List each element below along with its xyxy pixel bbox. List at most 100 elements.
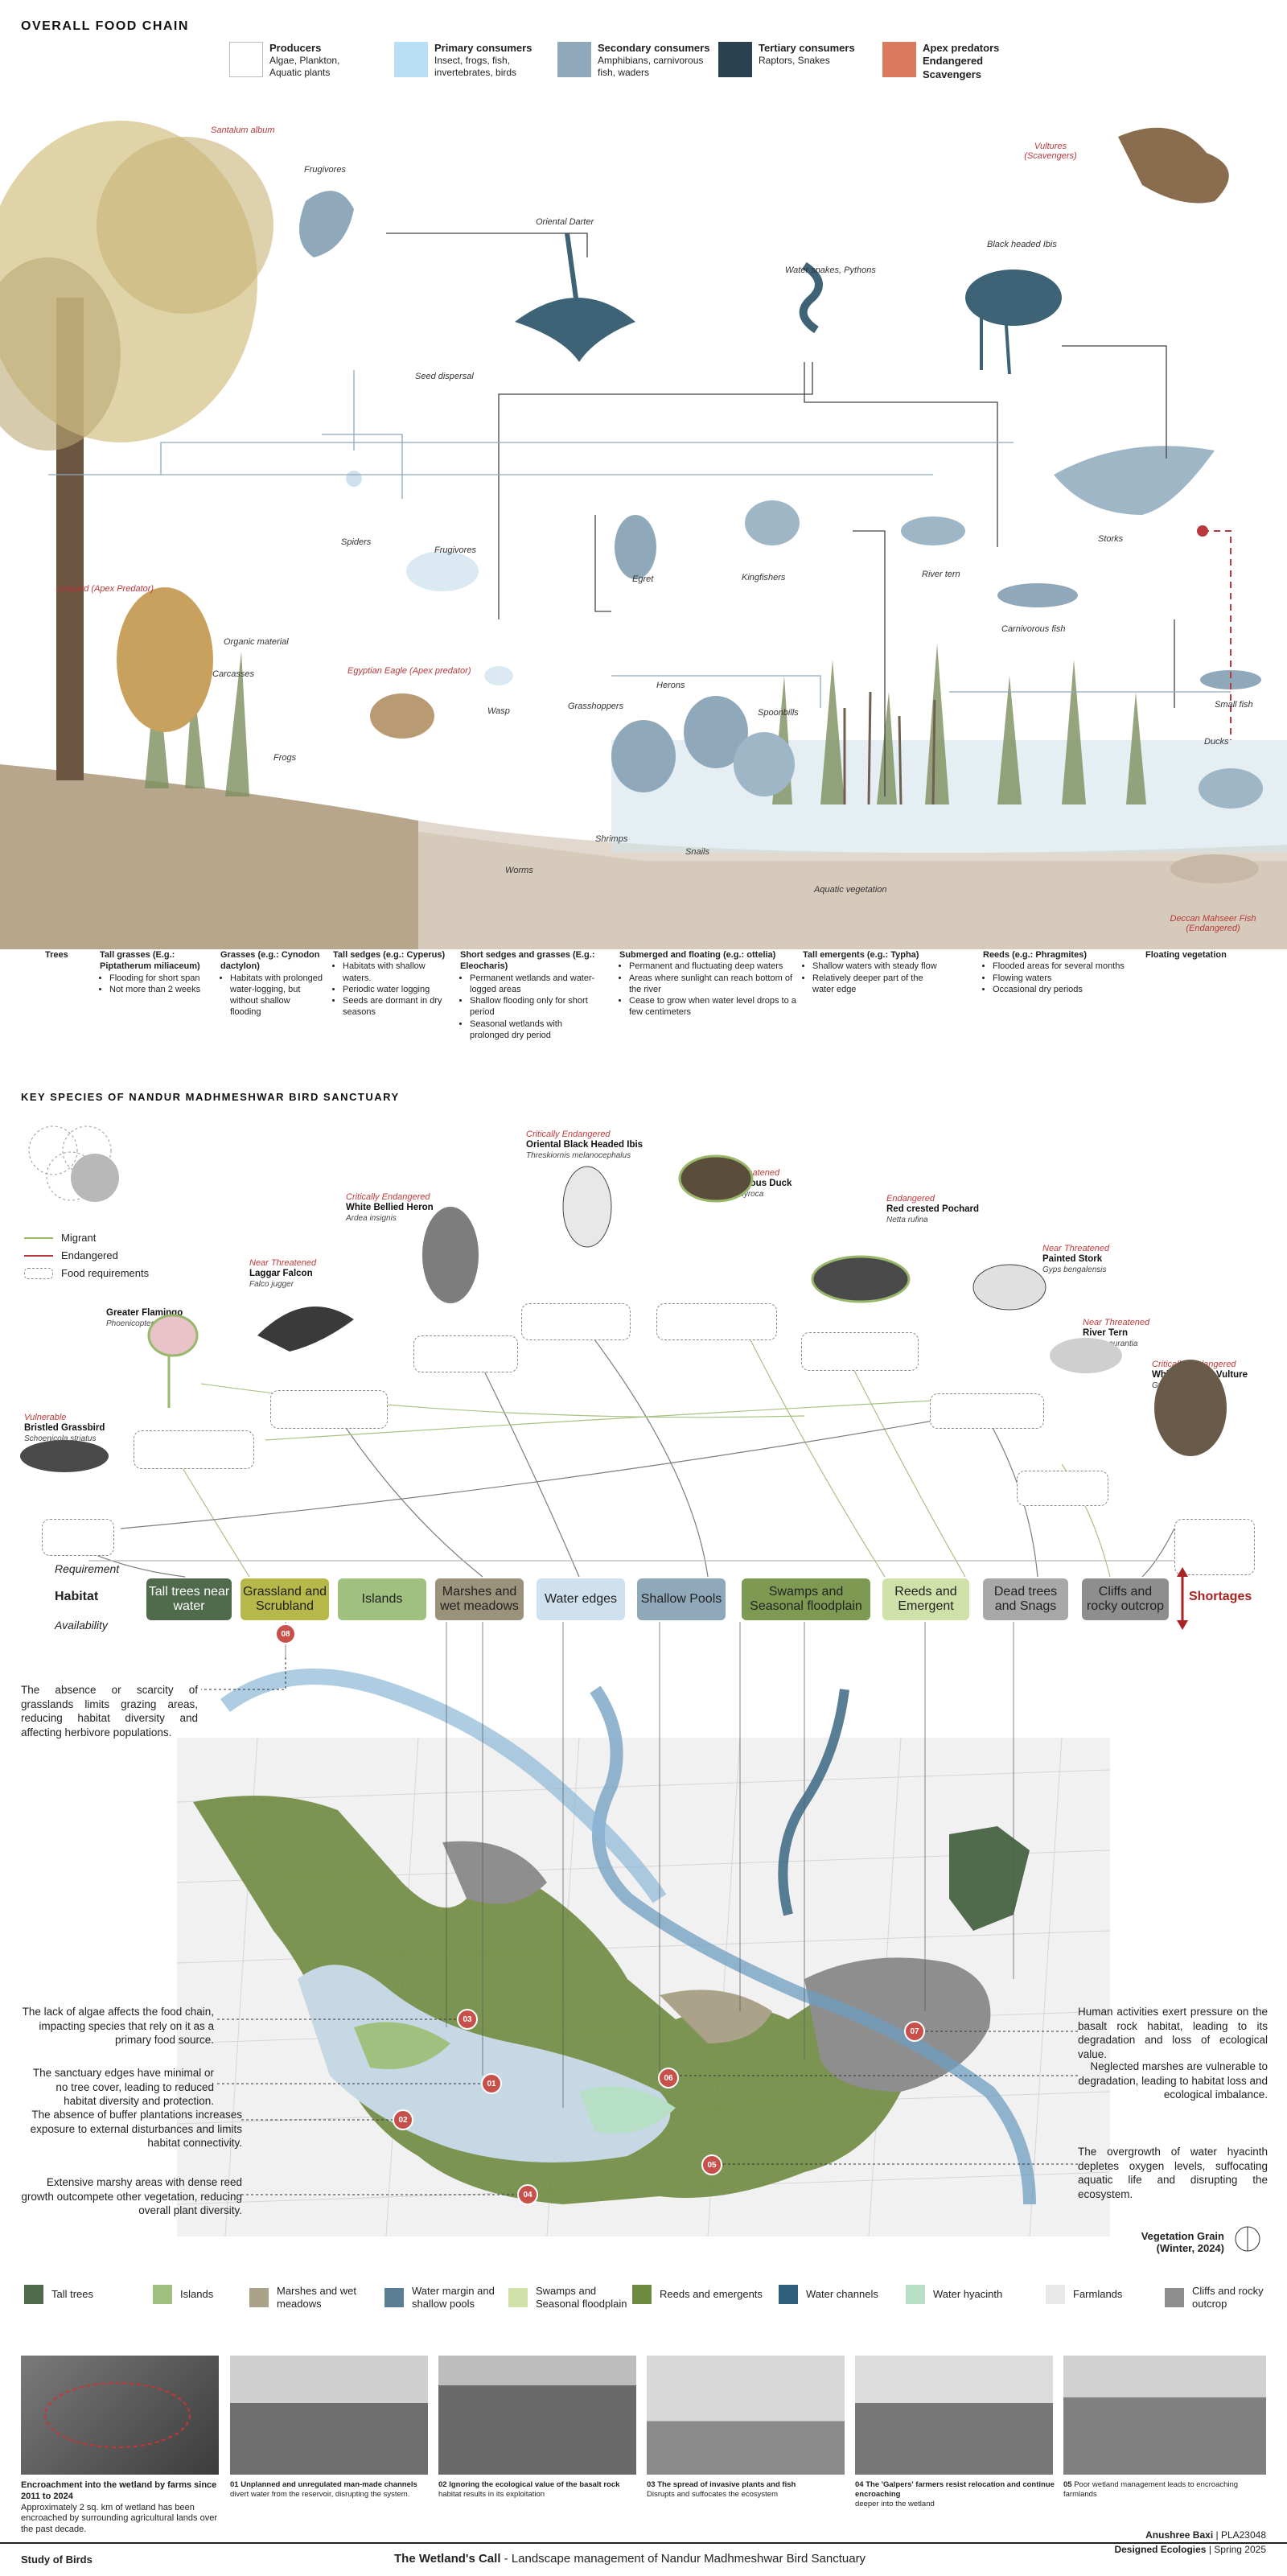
hyacinth-zone [579,2086,676,2134]
caption-03: 03 The spread of invasive plants and fis… [647,2480,796,2499]
north-arrow-icon [1234,2225,1261,2253]
food-box-heron [413,1335,518,1372]
veg-col-grasses: Grasses (e.g.: Cynodon dactylon) Habitat… [220,949,323,1018]
caption-02: 02 Ignoring the ecological value of the … [438,2480,620,2499]
caption-05: 05 Poor wetland management leads to encr… [1063,2480,1239,2499]
black-ibis-shape [965,270,1062,326]
badge-01: 01 [481,2073,502,2094]
label-frogs: Frogs [273,753,297,763]
label-snails: Snails [685,847,709,857]
food-links [386,232,1175,796]
label-leopard: Leopard (Apex Predator) [56,584,154,594]
species-red-crested-pochard: Endangered Red crested Pochard Netta ruf… [886,1194,980,1224]
shortage-arrow-icon [1174,1567,1190,1630]
species-black-headed-ibis: Critically Endangered Oriental Black Hea… [526,1130,644,1160]
food-box-grassbird [42,1519,114,1556]
marsh-zone [660,1990,772,2043]
habitat-tall-trees: Tall trees near water [146,1578,232,1620]
page-title: OVERALL FOOD CHAIN [21,19,189,33]
species-illustrations [20,1154,1227,1472]
row-label-habitat: Habitat [55,1590,99,1603]
row-label-requirement: Requirement [55,1562,120,1575]
label-carnivorous-fish: Carnivorous fish [1001,624,1066,634]
photo-farmlands [1063,2356,1266,2475]
label-carcasses: Carcasses [212,669,254,679]
photo-invasive [647,2356,845,2475]
tree-canopy [97,137,273,314]
river-tern-shape [901,516,965,545]
label-small-fish: Small fish [1215,700,1253,710]
label-herons: Herons [656,681,685,690]
tern-species-shape [1050,1338,1122,1373]
footer-center: The Wetland's Call - Landscape managemen… [394,2552,866,2566]
habitat-grassland: Grassland and Scrubland [241,1578,329,1620]
vulture-species-shape [1154,1360,1227,1456]
wasp-shape [484,666,513,685]
legend-food-requirements: Food requirements [24,1265,149,1282]
sanctuary-map [177,1669,1110,2237]
food-box-vulture [1174,1519,1255,1575]
label-worms: Worms [505,866,533,875]
legend-swatch [557,42,591,77]
label-santalum: Santalum album [211,126,275,135]
oriental-darter-shape [515,298,635,362]
label-shrimps: Shrimps [595,834,628,844]
pochard-species-shape [811,1255,911,1303]
flamingo-shape [147,1314,199,1357]
ibis-species-shape [562,1166,612,1248]
carnivorous-fish-shape [997,583,1078,607]
map-legend-marshes: Marshes and wet meadows [249,2285,370,2310]
vegetation-grain-label: Vegetation Grain (Winter, 2024) [1141,2230,1224,2254]
badge-05: 05 [701,2154,722,2175]
label-grasshoppers: Grasshoppers [568,702,624,711]
heron-shape [611,720,676,792]
mahseer-fish-shape [1170,854,1259,883]
footer: Study of Birds The Wetland's Call - Land… [0,2529,1287,2576]
habitat-dead-trees: Dead trees and Snags [983,1578,1068,1620]
grass-cluster [145,644,1146,804]
veg-col-submerged: Submerged and floating (e.g.: ottelia) P… [619,949,796,1018]
island-zone [354,2022,450,2069]
caption-01: 01 Unplanned and unregulated man-made ch… [230,2480,417,2499]
food-box-pochard [801,1332,919,1371]
label-river-tern: River tern [922,570,960,579]
reeds [843,691,936,805]
veg-col-tall-grasses: Tall grasses (E.g.: Piptatherum miliaceu… [100,949,212,995]
veg-col-short-sedges: Short sedges and grasses (E.g.: Eleochar… [460,949,597,1041]
caption-encroachment: Encroachment into the wetland by farms s… [21,2480,217,2534]
soil-bank [0,764,418,949]
badge-04: 04 [517,2184,538,2205]
note-05-hyacinth: The overgrowth of water hyacinth deplete… [1078,2146,1268,2200]
small-fish-shape [1200,670,1261,689]
label-oriental-darter: Oriental Darter [536,217,594,227]
footer-left: Study of Birds [21,2553,93,2566]
food-box-tern [1017,1471,1108,1506]
map-legend-reeds: Reeds and emergents [632,2285,763,2304]
note-02-buffer: The absence of buffer plantations increa… [30,2109,242,2150]
food-chain-illustration [0,121,1287,949]
egret-shape [615,515,656,579]
footer-right: Anushree Baxi | PLA23048 Designed Ecolog… [1114,2529,1266,2555]
legend-swatch [718,42,752,77]
tall-trees-zone [949,1826,1030,1931]
veg-col-reeds: Reeds (e.g.: Phragmites) Flooded areas f… [983,949,1128,995]
label-egret: Egret [632,574,654,584]
note-01-tree-cover: The sanctuary edges have minimal or no t… [32,2067,214,2108]
label-egyptian-eagle: Egyptian Eagle (Apex predator) [347,666,471,676]
note-04-marshy: Extensive marshy areas with dense reed g… [21,2176,242,2217]
label-organic-material: Organic material [224,637,289,647]
label-aquatic-vegetation: Aquatic vegetation [814,885,887,895]
label-deccan-mahseer: Deccan Mahseer Fish (Endangered) [1170,914,1256,933]
kingfisher-shape [745,500,800,545]
heron-shape [684,696,748,768]
label-vultures: Vultures (Scavengers) [1024,142,1077,161]
water-snake-shape [799,261,823,334]
legend-swatch [882,42,916,77]
food-box-duck [656,1303,777,1340]
rock-outcrop-zone [442,1841,547,1904]
label-frugivores-top: Frugivores [304,165,346,175]
note-06-marshes: Neglected marshes are vulnerable to degr… [1078,2060,1268,2101]
map-legend-water-hyacinth: Water hyacinth [906,2285,1002,2304]
